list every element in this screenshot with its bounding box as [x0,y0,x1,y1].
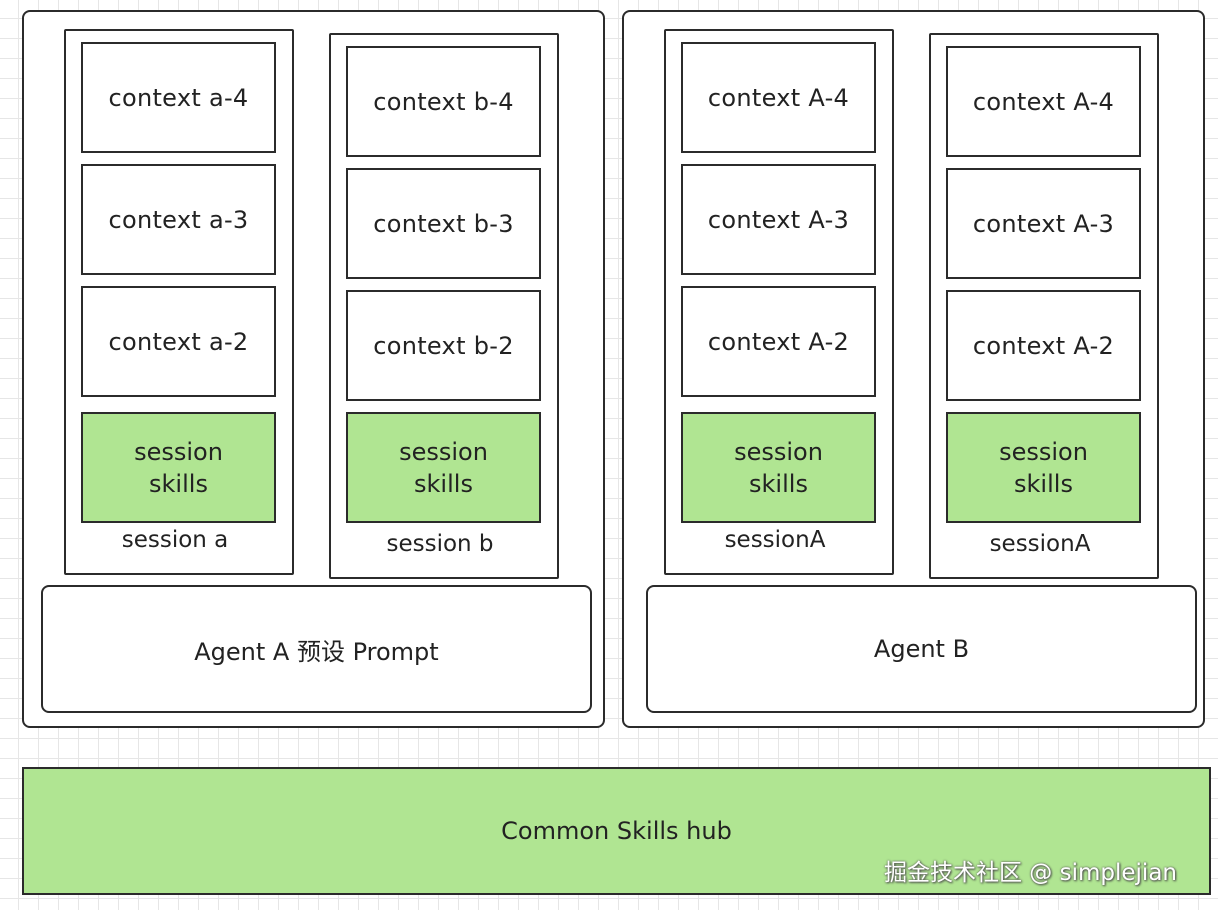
session-skills-line2: skills [414,469,473,498]
session-skills-box: session skills [81,412,276,523]
context-box: context a-4 [81,42,276,153]
agent-a-prompt-box: Agent A 预设 Prompt [41,585,592,713]
session-skills-line1: session [734,437,823,466]
context-box: context b-3 [346,168,541,279]
session-skills-box: session skills [346,412,541,523]
session-skills-line2: skills [749,469,808,498]
watermark: 掘金技术社区 @ simplejian [884,860,1177,886]
session-label: session a [121,527,229,553]
session-skills-line1: session [134,437,223,466]
context-box: context A-4 [681,42,876,153]
session-skills-box: session skills [946,412,1141,523]
context-box: context b-2 [346,290,541,401]
session-label: sessionA [724,527,826,553]
context-box: context A-4 [946,46,1141,157]
session-skills-line1: session [399,437,488,466]
session-label: sessionA [989,531,1091,557]
agent-b-prompt-box: Agent B [646,585,1197,713]
session-skills-line1: session [999,437,1088,466]
session-skills-line2: skills [149,469,208,498]
context-box: context A-2 [681,286,876,397]
context-box: context a-3 [81,164,276,275]
context-box: context A-3 [946,168,1141,279]
context-box: context b-4 [346,46,541,157]
context-box: context A-3 [681,164,876,275]
session-label: session b [386,531,494,557]
context-box: context a-2 [81,286,276,397]
context-box: context A-2 [946,290,1141,401]
session-skills-box: session skills [681,412,876,523]
session-skills-line2: skills [1014,469,1073,498]
common-skills-hub: Common Skills hub [22,767,1211,895]
